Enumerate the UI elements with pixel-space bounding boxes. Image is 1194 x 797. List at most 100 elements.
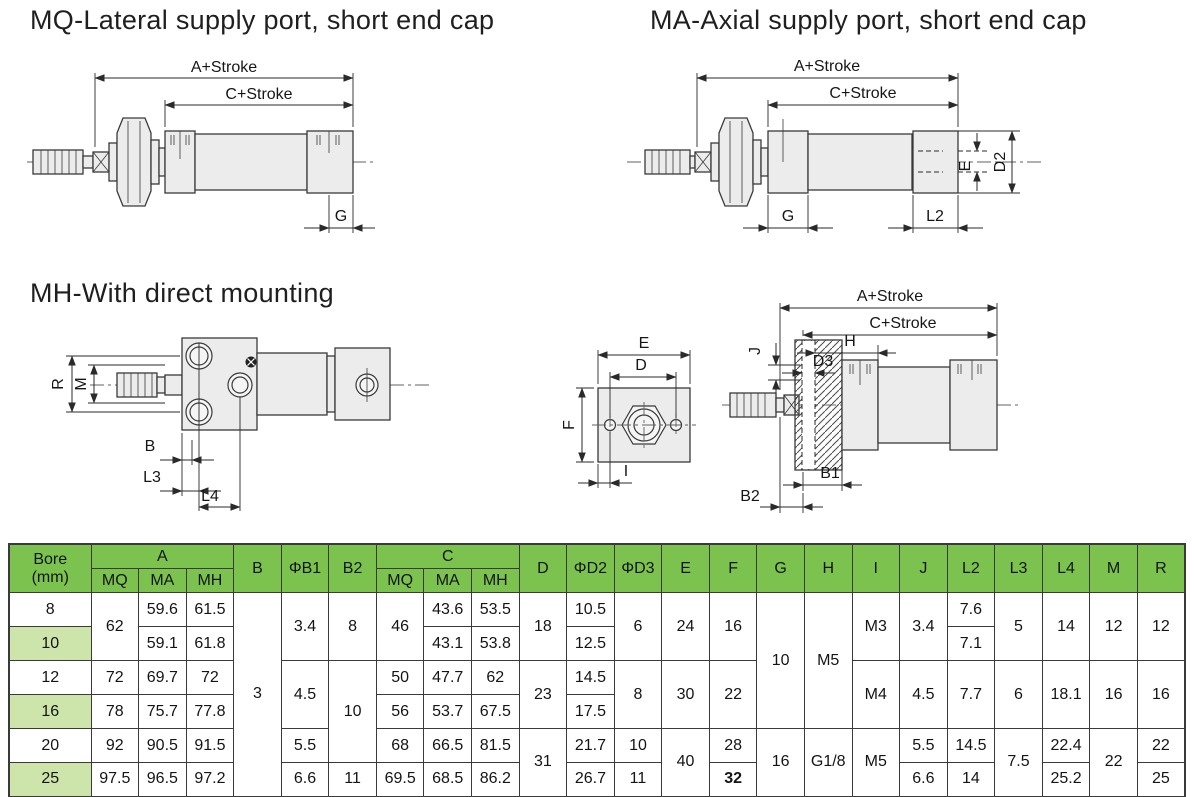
col-b: B — [233, 543, 282, 593]
col-e: E — [661, 543, 710, 593]
dimensions-table: Bore (mm) A B ΦB1 B2 C D ΦD2 ΦD3 E F G H… — [8, 543, 1186, 797]
table-cell: 6.6 — [280, 762, 330, 797]
mh-dim-a-stroke: A+Stroke — [857, 288, 923, 305]
table-cell: 91.5 — [185, 728, 235, 763]
ma-dim-d2: D2 — [992, 152, 1009, 173]
table-cell: 24 — [661, 592, 710, 661]
table-cell: 11 — [328, 762, 377, 797]
table-cell: 78 — [90, 694, 140, 729]
table-cell: 59.1 — [138, 626, 187, 661]
mh-side-drawing: R M B L3 L4 — [50, 337, 430, 511]
table-row: 8 62 59.6 61.5 3 3.4 8 46 43.6 53.5 18 1… — [8, 592, 1186, 797]
table-cell: 16 — [708, 592, 758, 661]
table-cell: 90.5 — [138, 728, 187, 763]
table-cell: 43.1 — [423, 626, 472, 661]
table-cell: M3 — [851, 592, 901, 661]
table-cell: 53.8 — [471, 626, 520, 661]
col-f: F — [708, 543, 758, 593]
table-cell: 10.5 — [566, 592, 615, 627]
col-l4: L4 — [1041, 543, 1091, 593]
table-cell: 12 — [1089, 592, 1138, 661]
table-row: 20 92 90.5 91.5 5.5 68 66.5 81.5 31 21.7… — [8, 728, 1186, 797]
bore-cell: 20 — [8, 728, 92, 763]
ma-cylinder-drawing: A+Stroke C+Stroke G L2 E D2 — [627, 58, 1045, 233]
table-cell: 66.5 — [423, 728, 472, 763]
mh-dim-d3: D3 — [813, 353, 834, 370]
table-row: 12 72 69.7 72 4.5 10 50 47.7 62 23 14.5 … — [8, 660, 1186, 763]
ma-dim-c-stroke: C+Stroke — [829, 85, 896, 102]
table-cell: 14.5 — [946, 728, 996, 763]
table-header-row-2: MQ MA MH MQ MA MH — [9, 568, 1185, 593]
ma-rod-nut — [710, 117, 769, 207]
mh-dim-c-stroke: C+Stroke — [869, 315, 936, 332]
mq-dim-g: G — [335, 208, 347, 225]
table-cell: 18.1 — [1041, 660, 1091, 729]
table-cell: 10 — [756, 592, 805, 729]
table-cell: 47.7 — [423, 660, 472, 695]
table-cell: 40 — [661, 728, 710, 797]
mh-dim-j: J — [747, 347, 764, 355]
mh-piston-rod — [116, 372, 183, 398]
col-bore: Bore (mm) — [8, 543, 92, 593]
table-cell: 32 — [708, 762, 758, 797]
col-c: C — [375, 543, 520, 569]
table-cell: 18 — [518, 592, 568, 661]
ma-dim-g: G — [782, 208, 794, 225]
table-cell: 53.7 — [423, 694, 472, 729]
mh-section-dimensions: A+Stroke C+Stroke H J D3 B1 B2 — [740, 288, 998, 513]
table-cell: 25 — [1136, 762, 1186, 797]
mh-dim-f: F — [561, 420, 578, 430]
col-phid3: ΦD3 — [613, 543, 663, 593]
table-cell: 69.5 — [375, 762, 425, 797]
mq-dim-c-stroke: C+Stroke — [225, 86, 292, 103]
mq-cylinder-drawing: A+Stroke C+Stroke G — [27, 59, 375, 233]
ma-cylinder-body — [767, 119, 959, 194]
bore-cell: 10 — [8, 626, 92, 661]
table-cell: 72 — [90, 660, 140, 695]
table-cell: 62 — [90, 592, 140, 661]
table-cell: 7.7 — [946, 660, 996, 729]
table-cell: 10 — [328, 660, 377, 763]
col-m: M — [1089, 543, 1138, 593]
ma-dim-a-stroke: A+Stroke — [794, 58, 860, 75]
table-cell: 3 — [233, 592, 282, 797]
table-cell: 53.5 — [471, 592, 520, 627]
table-cell: 77.8 — [185, 694, 235, 729]
mh-dim-l3: L3 — [143, 469, 161, 486]
table-cell: 92 — [90, 728, 140, 763]
bore-cell: 12 — [8, 660, 92, 695]
mq-dimensions: A+Stroke C+Stroke G — [94, 59, 375, 233]
mh-title: MH-With direct mounting — [30, 278, 334, 308]
table-cell: 5.5 — [280, 728, 330, 763]
mh-mounting-block — [181, 337, 258, 511]
table-row: 10 59.1 61.8 43.1 53.8 12.5 7.1 — [8, 626, 1185, 661]
mh-section-rod — [729, 392, 800, 418]
table-cell: 14 — [1041, 592, 1091, 661]
mh-dim-b: B — [145, 438, 156, 455]
table-cell: 16 — [756, 728, 805, 797]
col-l3: L3 — [994, 543, 1043, 593]
table-cell: 6 — [994, 660, 1043, 729]
table-cell: 72 — [185, 660, 235, 695]
table-cell: 23 — [518, 660, 568, 729]
mh-dim-m: M — [73, 377, 90, 390]
table-cell: 96.5 — [138, 762, 187, 797]
table-cell: 7.5 — [994, 728, 1043, 797]
table-cell: 17.5 — [566, 694, 615, 729]
col-c-mq: MQ — [375, 568, 425, 593]
col-a-mq: MQ — [90, 568, 140, 593]
mh-dim-l4: L4 — [201, 488, 219, 505]
table-cell: 3.4 — [280, 592, 330, 661]
table-cell: 22.4 — [1041, 728, 1091, 763]
mh-dim-d: D — [635, 357, 647, 374]
col-r: R — [1136, 543, 1186, 593]
col-a-ma: MA — [138, 568, 187, 593]
mh-section-body — [841, 359, 998, 451]
table-cell: 12 — [1136, 592, 1186, 661]
mh-flange-front-view: E D F I — [561, 335, 696, 488]
table-cell: 16 — [1089, 660, 1138, 729]
col-a-mh: MH — [185, 568, 235, 593]
mh-dim-r: R — [50, 378, 67, 390]
table-cell: 61.8 — [185, 626, 235, 661]
